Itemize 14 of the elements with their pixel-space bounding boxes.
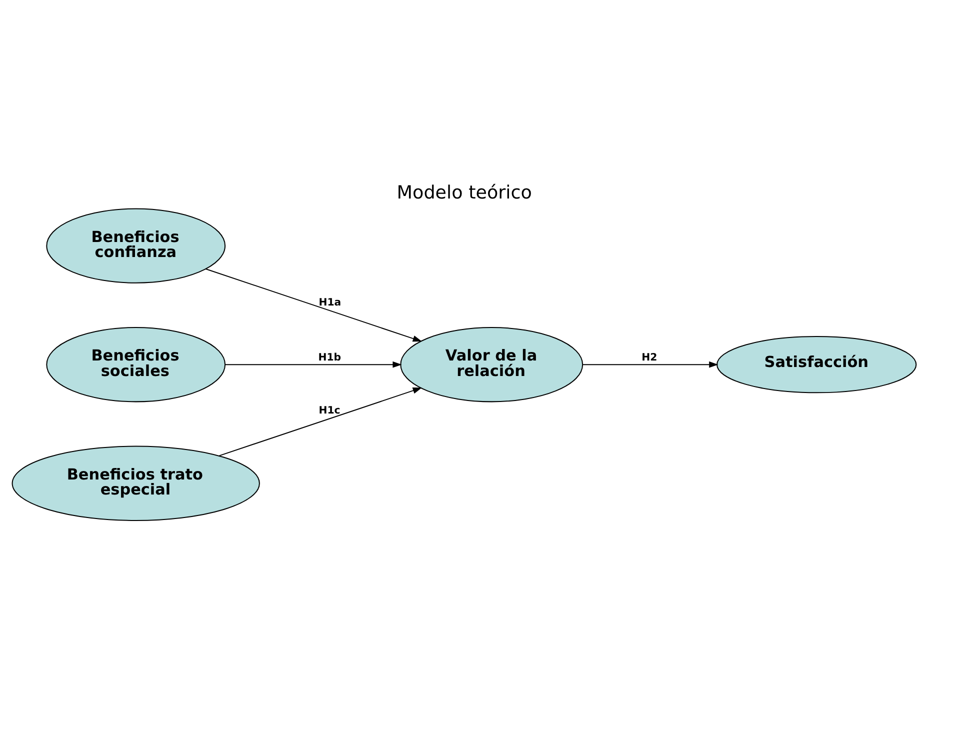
diagram-title: Modelo teórico	[396, 182, 532, 204]
node-ellipse: Valor de la relación	[400, 326, 584, 402]
node-ellipse: Beneficios confianza	[46, 208, 226, 283]
arrow	[219, 387, 422, 456]
node-ellipse: Satisfacción	[716, 336, 917, 393]
arrow	[206, 268, 422, 342]
node-ellipse: Beneficios sociales	[46, 326, 226, 402]
edge-label: H1b	[318, 352, 342, 364]
arrow	[225, 360, 402, 368]
edge-label: H1a	[318, 297, 342, 308]
node-ellipse: Beneficios trato especial	[12, 445, 260, 520]
edge-label: H1c	[318, 404, 340, 416]
arrow	[583, 360, 718, 368]
edge-label: H2	[642, 352, 658, 364]
